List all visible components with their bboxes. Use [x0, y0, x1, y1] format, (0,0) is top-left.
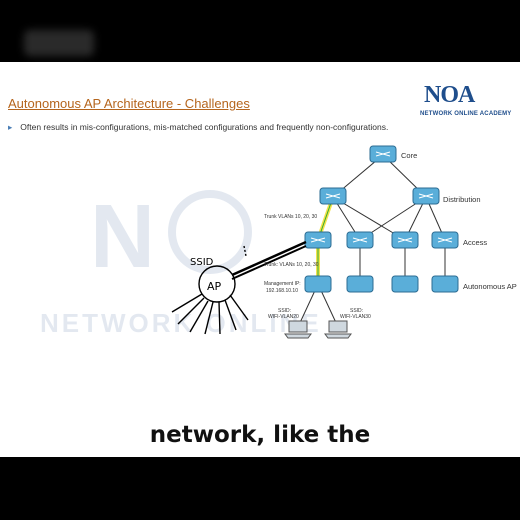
ap-icon: [346, 275, 374, 293]
management-label: Management IP:: [264, 281, 301, 287]
ssid-right-label: SSID:: [350, 308, 364, 314]
layer-label-ap: Autonomous AP: [463, 282, 517, 291]
trunk-label-upper: Trunk VLANs 10, 20, 30: [264, 214, 318, 220]
laptop-icon: [284, 320, 312, 339]
watermark: N NETWORK ONLINE: [40, 187, 319, 338]
logo-subtitle: NETWORK ONLINE ACADEMY: [420, 111, 512, 117]
logo-mark: NOA: [424, 82, 475, 108]
switch-arrows: [310, 151, 453, 243]
ssid-right-value: WIFI-VLAN30: [340, 314, 371, 320]
bullet-text: Often results in mis-configurations, mis…: [20, 122, 389, 132]
ap-icon: [431, 275, 459, 293]
switches: [304, 145, 459, 293]
bullet-arrow-icon: ▸: [8, 122, 13, 132]
layer-label-distribution: Distribution: [443, 195, 481, 204]
ap-icon: [304, 275, 332, 293]
management-ip: 192.168.10.10: [266, 288, 298, 294]
video-caption: network, like the: [149, 422, 371, 448]
ssid-left-value: WIFI-VLAN20: [268, 314, 299, 320]
presentation-slide: Autonomous AP Architecture - Challenges …: [0, 62, 520, 457]
layer-label-access: Access: [463, 238, 488, 247]
svg-text:N: N: [90, 187, 155, 287]
slide-bullet: ▸ Often results in mis-configurations, mi…: [8, 122, 388, 133]
handwritten-ap: AP: [207, 280, 222, 293]
slide-title: Autonomous AP Architecture - Challenges: [8, 96, 250, 111]
handwritten-annotation: [171, 240, 307, 335]
video-top-band: [0, 0, 520, 62]
handwritten-ssid: SSID: [190, 257, 214, 268]
ap-icon: [391, 275, 419, 293]
trunk-label-lower: Trunk: VLANs 10, 20, 30: [264, 262, 319, 268]
noa-logo: NOA NETWORK ONLINE ACADEMY: [420, 82, 514, 122]
ssid-left-label: SSID:: [278, 308, 292, 314]
network-diagram: N NETWORK ONLINE: [40, 145, 459, 339]
layer-label-core: Core: [401, 151, 418, 160]
blurred-element: [24, 30, 94, 56]
laptop-icon: [324, 320, 352, 339]
video-bottom-band: [0, 457, 520, 520]
